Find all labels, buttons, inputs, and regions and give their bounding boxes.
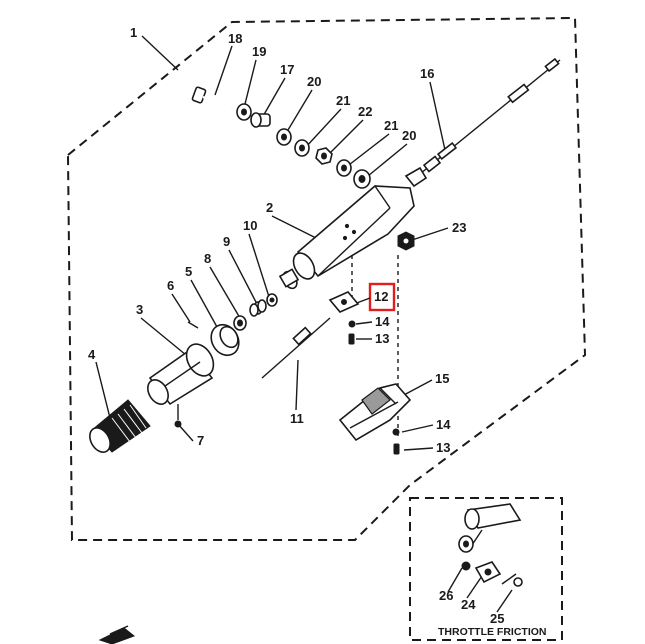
- part-14b-washer: [392, 428, 400, 436]
- callout-21a: 21: [336, 93, 350, 108]
- part-13a-screw: [348, 333, 355, 345]
- part-9-spring: [249, 299, 267, 317]
- callout-9: 9: [223, 234, 230, 249]
- callout-18: 18: [228, 31, 242, 46]
- part-12-bracket: [328, 291, 360, 313]
- callout-10: 10: [243, 218, 257, 233]
- highlight-box: [368, 282, 396, 312]
- callout-6: 6: [167, 278, 174, 293]
- callout-24: 24: [461, 597, 476, 612]
- callout-26: 26: [439, 588, 453, 603]
- leader-lines: [95, 35, 513, 613]
- assembly-outline: [66, 16, 587, 541]
- callout-23: 23: [452, 220, 466, 235]
- callout-3: 3: [136, 302, 143, 317]
- part-4-grip: [89, 399, 151, 453]
- part-2-tiller-tube: [278, 185, 415, 290]
- callout-21b: 21: [384, 118, 398, 133]
- callout-20a: 20: [307, 74, 321, 89]
- part-18-bolt: [191, 86, 233, 110]
- callout-14b: 14: [436, 417, 451, 432]
- callout-labels: 1 18 19 17 20 21 22 21 20 16 2 23 9 10 8…: [88, 25, 504, 626]
- part-15-bracket: [338, 383, 412, 442]
- part-6-pin: [187, 321, 199, 329]
- part-5-collar: [210, 323, 240, 357]
- part-16-cable: [404, 57, 561, 188]
- part-3-throttle-shaft: [147, 343, 215, 406]
- callout-15: 15: [435, 371, 449, 386]
- callout-17: 17: [280, 62, 294, 77]
- callout-7: 7: [197, 433, 204, 448]
- part-26-nut: [461, 561, 471, 571]
- part-25-bolt: [501, 573, 523, 587]
- callout-16: 16: [420, 66, 434, 81]
- callout-20b: 20: [402, 128, 416, 143]
- part-24-clamp: [474, 561, 502, 584]
- inset-outline: [409, 497, 563, 641]
- part-23-nut: [397, 231, 415, 251]
- callout-14a: 14: [375, 314, 390, 329]
- callout-2: 2: [266, 200, 273, 215]
- callout-19: 19: [252, 44, 266, 59]
- callout-8: 8: [204, 251, 211, 266]
- callout-1: 1: [130, 25, 137, 40]
- part-11-throttle-rod: [261, 317, 331, 379]
- part-17-bushing: [250, 112, 271, 128]
- callout-12: 12: [374, 289, 388, 304]
- inset-caption: THROTTLE FRICTION: [438, 626, 547, 638]
- callout-11: 11: [290, 411, 304, 426]
- inset-throttle-friction: [458, 503, 523, 587]
- callout-13b: 13: [436, 440, 450, 455]
- callout-5: 5: [185, 264, 192, 279]
- part-7-screw: [174, 404, 182, 428]
- callout-22: 22: [358, 104, 372, 119]
- callout-25: 25: [490, 611, 504, 626]
- callout-13a: 13: [375, 331, 389, 346]
- cropped-part-fragment: [98, 625, 136, 644]
- part-13b-screw: [393, 443, 400, 455]
- callout-4: 4: [88, 347, 96, 362]
- part-14a-washer: [348, 320, 356, 328]
